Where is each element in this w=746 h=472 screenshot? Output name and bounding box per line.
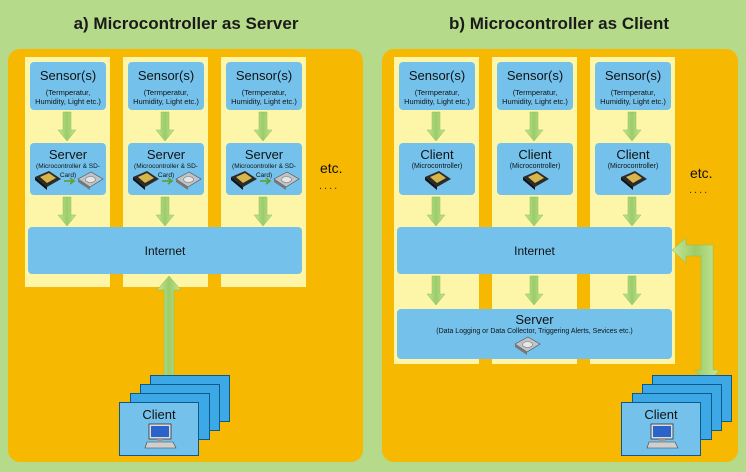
server-box: Server (Data Logging or Data Collector, … <box>397 309 672 359</box>
sd-card-icon <box>175 171 202 190</box>
sd-card-icon <box>77 171 104 190</box>
server-desc: (Microcontroller & SD-Card) <box>232 163 296 179</box>
server-desc: (Microcontroller & SD-Card) <box>36 163 100 179</box>
down-arrow <box>622 196 642 227</box>
microcontroller-icon <box>425 171 451 190</box>
sensor-label: Sensor(s) <box>506 68 564 83</box>
client-card: Client <box>621 402 701 456</box>
sensor-box: Sensor(s) (Termperatur, Humidity, Light … <box>399 62 475 110</box>
down-arrow <box>524 111 544 142</box>
sensor-desc: (Termperatur, Humidity, Light etc.) <box>231 88 297 106</box>
down-arrow <box>155 196 175 227</box>
bidirectional-arrow <box>671 237 720 386</box>
server-label: Server <box>244 147 284 162</box>
sensor-box: Sensor(s) (Termperatur, Humidity, Light … <box>595 62 671 110</box>
computer-icon <box>646 423 679 449</box>
down-arrow <box>155 111 175 142</box>
left-title: a) Microcontroller as Server <box>73 14 299 33</box>
down-arrow <box>426 111 446 142</box>
down-arrow <box>622 111 642 142</box>
internet-box: Internet <box>397 227 672 274</box>
link-arrow-icon <box>162 177 174 185</box>
microcontroller-icon <box>231 171 257 190</box>
down-arrow <box>57 196 77 227</box>
etc-dots: .... <box>689 184 710 196</box>
sensor-desc: (Termperatur, Humidity, Light etc.) <box>133 88 199 106</box>
down-arrow <box>524 275 544 306</box>
sensor-desc: (Termperatur, Humidity, Light etc.) <box>502 88 568 106</box>
server-box: Server (Microcontroller & SD-Card) <box>128 143 204 195</box>
internet-box: Internet <box>28 227 302 274</box>
sd-card-icon <box>514 336 541 355</box>
down-arrow <box>253 111 273 142</box>
sensor-label: Sensor(s) <box>235 68 293 83</box>
server-box: Server (Microcontroller & SD-Card) <box>226 143 302 195</box>
sensor-box: Sensor(s) (Termperatur, Humidity, Light … <box>226 62 302 110</box>
sensor-desc: (Termperatur, Humidity, Light etc.) <box>35 88 101 106</box>
server-desc: (Data Logging or Data Collector, Trigger… <box>436 328 633 335</box>
microcontroller-icon <box>523 171 549 190</box>
down-arrow <box>426 196 446 227</box>
server-box: Server (Microcontroller & SD-Card) <box>30 143 106 195</box>
server-label: Server <box>515 312 554 327</box>
server-desc: (Microcontroller & SD-Card) <box>134 163 198 179</box>
sensor-box: Sensor(s) (Termperatur, Humidity, Light … <box>30 62 106 110</box>
client-mc-box: Client (Microcontroller) <box>497 143 573 195</box>
down-arrow <box>622 275 642 306</box>
sensor-label: Sensor(s) <box>39 68 97 83</box>
sensor-box: Sensor(s) (Termperatur, Humidity, Light … <box>128 62 204 110</box>
server-label: Server <box>146 147 186 162</box>
sensor-desc: (Termperatur, Humidity, Light etc.) <box>404 88 470 106</box>
client-mc-box: Client (Microcontroller) <box>399 143 475 195</box>
microcontroller-icon <box>621 171 647 190</box>
sensor-label: Sensor(s) <box>408 68 466 83</box>
etc-dots: .... <box>319 180 340 192</box>
sensor-label: Sensor(s) <box>604 68 662 83</box>
etc-label: etc. <box>690 165 713 181</box>
server-label: Server <box>48 147 88 162</box>
down-arrow <box>57 111 77 142</box>
client-mc-label: Client <box>616 147 650 162</box>
sensor-label: Sensor(s) <box>137 68 195 83</box>
sd-card-icon <box>273 171 300 190</box>
sensor-desc: (Termperatur, Humidity, Light etc.) <box>600 88 666 106</box>
client-label: Client <box>644 407 678 422</box>
down-arrow <box>426 275 446 306</box>
microcontroller-icon <box>35 171 61 190</box>
link-arrow-icon <box>64 177 76 185</box>
down-arrow <box>253 196 273 227</box>
client-mc-desc: (Microcontroller) <box>607 163 659 170</box>
etc-label: etc. <box>320 160 343 176</box>
client-label: Client <box>142 407 176 422</box>
link-arrow-icon <box>260 177 272 185</box>
sensor-box: Sensor(s) (Termperatur, Humidity, Light … <box>497 62 573 110</box>
client-mc-label: Client <box>420 147 454 162</box>
client-mc-desc: (Microcontroller) <box>509 163 561 170</box>
microcontroller-icon <box>133 171 159 190</box>
client-mc-label: Client <box>518 147 552 162</box>
down-arrow <box>524 196 544 227</box>
right-title: b) Microcontroller as Client <box>448 14 670 33</box>
client-mc-desc: (Microcontroller) <box>411 163 463 170</box>
computer-icon <box>144 423 177 449</box>
client-card: Client <box>119 402 199 456</box>
client-mc-box: Client (Microcontroller) <box>595 143 671 195</box>
